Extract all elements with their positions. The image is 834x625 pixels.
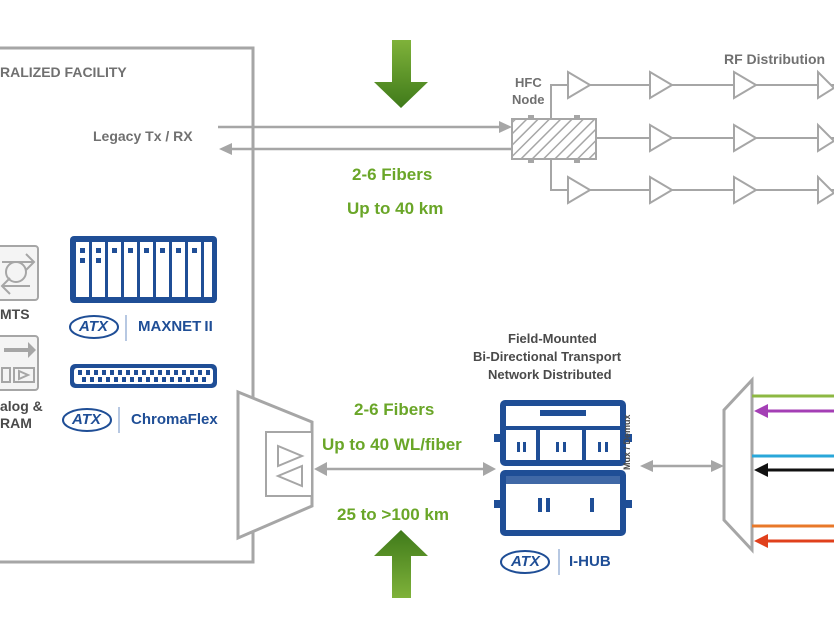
analog-label-line1: alog &	[0, 398, 43, 414]
cmts-label: MTS	[0, 306, 30, 322]
ihub-enclosure-icon	[494, 400, 632, 536]
field-mux-icon	[722, 376, 754, 554]
rf-distribution-label: RF Distribution	[724, 51, 826, 67]
field-label-line1: Field-Mounted	[508, 331, 597, 346]
atx-logo-oval-ihub	[500, 550, 550, 574]
facility-title: RALIZED FACILITY	[0, 64, 127, 80]
facility-box	[0, 46, 255, 564]
mux-demux-label: Mux / Demux	[622, 414, 632, 470]
maxnet-chassis-icon	[70, 236, 217, 303]
bottom-link-wavelengths: Up to 40 WL/fiber	[322, 435, 462, 454]
legacy-link	[218, 121, 512, 155]
chromaflex-chassis-icon	[70, 364, 217, 388]
facility-mux-icon	[236, 389, 314, 541]
hfc-node-icon	[511, 115, 597, 163]
atx-logo-oval-maxnet	[69, 315, 119, 339]
atx-logo-oval-chromaflex	[62, 408, 112, 432]
ihub-name: I-HUB	[569, 553, 611, 570]
top-link-fibers: 2-6 Fibers	[352, 165, 433, 184]
bottom-link-distance: 25 to >100 km	[337, 505, 449, 524]
bottom-link-fibers: 2-6 Fibers	[354, 400, 435, 419]
analog-label-line2: RAM	[0, 415, 32, 431]
ihub-brand-text: ATX	[511, 553, 540, 570]
maxnet-name: MAXNET II	[138, 318, 213, 335]
maxnet-brand-text: ATX	[79, 318, 108, 335]
wavelength-lines	[752, 394, 834, 548]
green-up-arrow	[374, 530, 428, 598]
chromaflex-brand-text: ATX	[72, 411, 101, 428]
top-link-distance: Up to 40 km	[347, 199, 444, 218]
chromaflex-name: ChromaFlex	[131, 411, 218, 428]
legacy-label: Legacy Tx / RX	[93, 128, 193, 144]
hfc-label-line2: Node	[512, 92, 545, 107]
rf-distribution	[550, 69, 834, 205]
analog-icon	[0, 335, 39, 391]
field-mux-link	[640, 460, 724, 472]
cmts-icon	[0, 245, 39, 301]
field-label-line3: Network Distributed	[488, 367, 612, 382]
field-label-line2: Bi-Directional Transport	[473, 349, 622, 364]
green-down-arrow	[374, 40, 428, 108]
hfc-label-line1: HFC	[515, 75, 542, 90]
transport-link	[314, 462, 496, 476]
